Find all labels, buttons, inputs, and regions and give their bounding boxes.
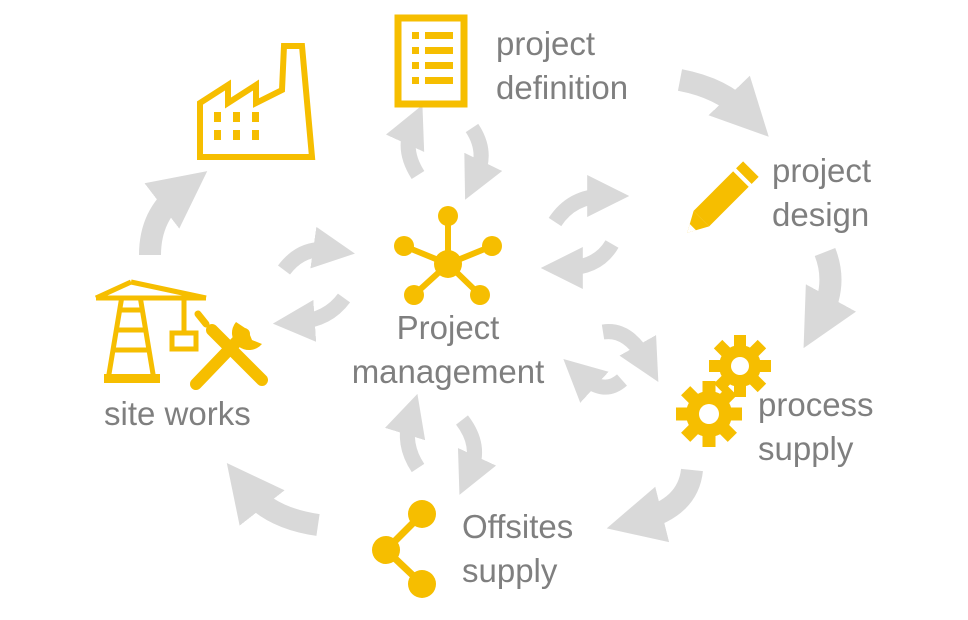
arrow-process-to-pm [563,359,627,403]
arrow-siteworks-to-pm [278,226,355,275]
process-supply-label: process supply [758,383,874,471]
arrow-offsites-to-siteworks [226,463,320,536]
arrow-definition-to-design [677,69,769,137]
arrow-offsites-to-pm [384,393,426,473]
site-works-line1: site works [104,395,251,432]
arrow-pm-to-design [548,175,630,227]
project-design-label: project design [772,149,871,237]
inner-exchange-arrows [272,105,659,495]
hub-network-icon [394,206,502,305]
arrow-pm-to-siteworks [272,293,351,342]
crane-and-tools-icon [94,279,268,390]
offsites-supply-line2: supply [462,552,558,589]
process-supply-line2: supply [758,430,854,467]
arrow-siteworks-to-factory [139,171,208,256]
arrow-definition-to-pm [464,123,503,200]
arrow-design-to-process [803,247,857,349]
project-management-label: Project management [338,306,558,394]
offsites-supply-line1: Offsites [462,508,574,545]
project-management-line1: Project [396,309,500,346]
branch-share-icon [372,500,436,598]
project-definition-line2: definition [496,69,629,106]
arrow-pm-to-definition [385,105,425,180]
arrow-pm-to-offsites [455,415,497,495]
arrow-pm-to-process [601,324,659,382]
project-definition-label: project definition [496,22,628,110]
project-definition-line1: project [496,25,596,62]
checklist-document-icon [394,14,468,108]
offsites-supply-label: Offsites supply [462,505,573,593]
pencil-icon [687,161,759,233]
gears-icon [676,335,771,447]
project-design-line2: design [772,196,870,233]
arrow-design-to-pm [540,239,619,289]
arrow-process-to-offsites [606,468,703,543]
outer-cycle-arrows [139,69,857,543]
project-management-line2: management [351,353,545,390]
site-works-label: site works [104,392,251,436]
factory-icon [197,43,316,160]
process-supply-line1: process [758,386,874,423]
project-design-line1: project [772,152,872,189]
